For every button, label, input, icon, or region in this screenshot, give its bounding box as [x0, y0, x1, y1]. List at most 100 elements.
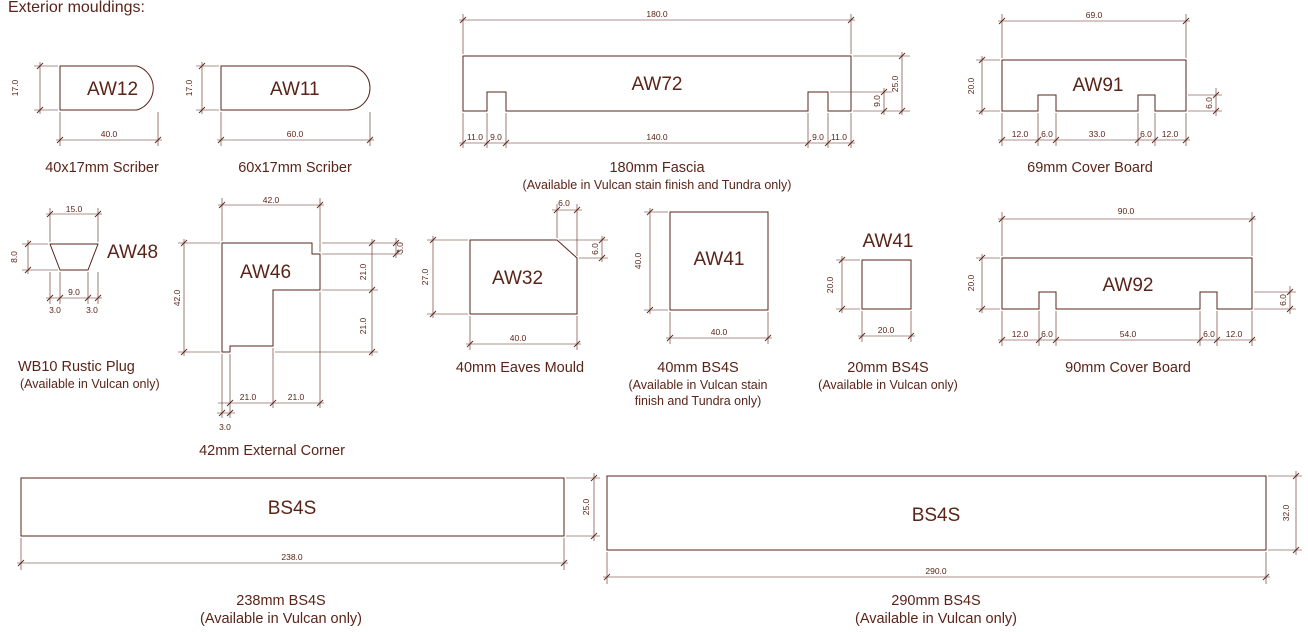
moulding-bs4s-238: BS4S 25.0 238.0 238mm BS4S (Available in… [17, 473, 600, 627]
moulding-aw41-20: AW41 20.0 20.0 20mm BS4S (Available in V… [818, 231, 958, 392]
aw41-40-note-line1: (Available in Vulcan stain [629, 378, 768, 392]
aw72-dim-groove-depth: 9.0 [872, 95, 882, 107]
aw41-40-dim-width: 40.0 [711, 327, 728, 337]
moulding-aw91: AW91 69.0 20.0 6.0 12.0 6.0 33.0 [966, 10, 1222, 176]
aw72-dim-a: 11.0 [467, 132, 483, 142]
aw91-dim-e: 12.0 [1162, 129, 1179, 139]
aw72-dim-width: 180.0 [646, 9, 668, 19]
aw46-dim-right-upper: 21.0 [358, 263, 368, 280]
aw48-caption: WB10 Rustic Plug [18, 359, 135, 375]
aw91-profile [1001, 59, 1187, 112]
aw92-dim-d: 6.0 [1203, 329, 1215, 339]
bs4s-290-dim-width: 290.0 [925, 566, 947, 576]
aw32-code: AW32 [492, 268, 543, 289]
bs4s-238-dim-width: 238.0 [281, 552, 303, 562]
aw12-dim-height: 17.0 [10, 79, 20, 96]
aw72-code: AW72 [631, 74, 682, 95]
aw91-caption: 69mm Cover Board [1027, 160, 1153, 176]
aw48-dim-bottom: 9.0 [68, 287, 80, 297]
bs4s-290-note: (Available in Vulcan only) [855, 611, 1017, 627]
aw72-note: (Available in Vulcan stain finish and Tu… [523, 178, 792, 192]
aw46-dim-lip: 3.0 [219, 422, 231, 432]
aw91-code: AW91 [1072, 75, 1123, 96]
aw91-dim-b: 6.0 [1041, 129, 1053, 139]
aw41-20-caption: 20mm BS4S [847, 360, 928, 376]
bs4s-238-dim-height: 25.0 [581, 498, 591, 515]
aw11-code: AW11 [270, 79, 320, 100]
aw41-40-code: AW41 [693, 249, 744, 270]
aw41-20-dim-width: 20.0 [878, 325, 895, 335]
moulding-aw11: AW11 17.0 60.0 60x17mm Scriber [184, 62, 374, 176]
aw41-40-profile [669, 211, 769, 311]
aw46-dim-right-lower: 21.0 [358, 317, 368, 334]
aw41-40-caption: 40mm BS4S [657, 360, 738, 376]
aw32-dim-width: 40.0 [510, 333, 527, 343]
aw11-dim-height: 17.0 [184, 79, 194, 96]
aw72-dim-d: 9.0 [812, 132, 824, 142]
aw32-dim-chamfer-w: 6.0 [558, 198, 570, 208]
aw91-dim-groove: 6.0 [1204, 97, 1214, 109]
aw11-caption: 60x17mm Scriber [238, 160, 352, 176]
bs4s-238-code: BS4S [268, 498, 317, 519]
aw91-dim-width: 69.0 [1086, 10, 1103, 20]
aw41-40-dim-height: 40.0 [633, 252, 643, 269]
aw72-dim-e: 11.0 [831, 132, 847, 142]
aw92-dim-width: 90.0 [1118, 206, 1135, 216]
bs4s-238-caption: 238mm BS4S [236, 593, 325, 609]
aw91-dim-a: 12.0 [1012, 129, 1029, 139]
moulding-aw48: AW48 15.0 8.0 9.0 3.0 3.0 WB10 Rustic Pl… [9, 204, 160, 391]
aw92-dim-a: 12.0 [1012, 329, 1029, 339]
aw41-20-code: AW41 [862, 231, 913, 252]
aw46-dim-step: 3.0 [395, 242, 405, 254]
aw32-profile [469, 239, 578, 315]
aw48-dim-height: 8.0 [9, 251, 19, 263]
aw46-caption: 42mm External Corner [199, 443, 345, 459]
bs4s-290-profile [606, 475, 1267, 551]
aw48-dim-top: 15.0 [66, 204, 83, 214]
aw72-caption: 180mm Fascia [609, 160, 705, 176]
moulding-aw41-40: AW41 40.0 40.0 40mm BS4S (Available in V… [629, 208, 772, 408]
aw46-dim-bottom-a: 21.0 [240, 392, 257, 402]
aw32-dim-chamfer-h: 6.0 [590, 243, 600, 255]
aw11-profile [220, 65, 371, 111]
aw41-40-note-line2: finish and Tundra only) [635, 394, 761, 408]
aw91-dim-height: 20.0 [966, 77, 976, 94]
aw91-dim-d: 6.0 [1140, 129, 1152, 139]
aw41-20-dim-height: 20.0 [825, 276, 835, 293]
aw92-dim-e: 12.0 [1226, 329, 1243, 339]
bs4s-238-note: (Available in Vulcan only) [200, 611, 362, 627]
moulding-aw72: AW72 180.0 25.0 9.0 11.0 [459, 9, 910, 192]
aw92-dim-groove: 6.0 [1278, 294, 1288, 306]
aw92-dim-c: 54.0 [1120, 329, 1137, 339]
aw92-caption: 90mm Cover Board [1065, 360, 1191, 376]
moulding-aw32: AW32 6.0 6.0 27.0 40.0 40mm Eaves Mould [420, 198, 608, 376]
aw72-dim-b: 9.0 [490, 132, 502, 142]
aw11-dim-width: 60.0 [287, 129, 304, 139]
aw48-dim-right: 3.0 [86, 305, 98, 315]
bs4s-290-code: BS4S [912, 505, 961, 526]
aw92-dim-b: 6.0 [1041, 329, 1053, 339]
aw48-code: AW48 [107, 242, 158, 263]
moulding-aw92: AW92 90.0 20.0 6.0 12.0 6.0 54.0 [966, 206, 1296, 376]
moulding-aw12: AW12 17.0 40.0 40x17mm Scriber [10, 62, 162, 176]
aw41-20-profile [861, 259, 912, 310]
aw72-dim-c: 140.0 [646, 132, 668, 142]
aw32-dim-height: 27.0 [420, 268, 430, 285]
aw46-dim-left: 42.0 [172, 289, 182, 306]
page-title: Exterior mouldings: [8, 0, 145, 16]
aw72-profile [462, 55, 852, 112]
aw92-profile [1001, 257, 1253, 310]
aw12-code: AW12 [87, 79, 138, 100]
aw92-dim-height: 20.0 [966, 274, 976, 291]
moulding-aw46: AW46 42.0 42.0 3.0 21.0 21.0 21 [172, 195, 405, 459]
moulding-bs4s-290: BS4S 32.0 290.0 290mm BS4S (Available in… [603, 471, 1302, 627]
aw46-code: AW46 [240, 262, 291, 283]
aw46-profile [221, 242, 321, 353]
aw12-caption: 40x17mm Scriber [45, 160, 159, 176]
aw91-dim-c: 33.0 [1089, 129, 1106, 139]
aw48-profile [49, 243, 99, 271]
bs4s-290-caption: 290mm BS4S [891, 593, 980, 609]
aw46-dim-bottom-b: 21.0 [288, 392, 305, 402]
bs4s-238-profile [20, 477, 565, 537]
